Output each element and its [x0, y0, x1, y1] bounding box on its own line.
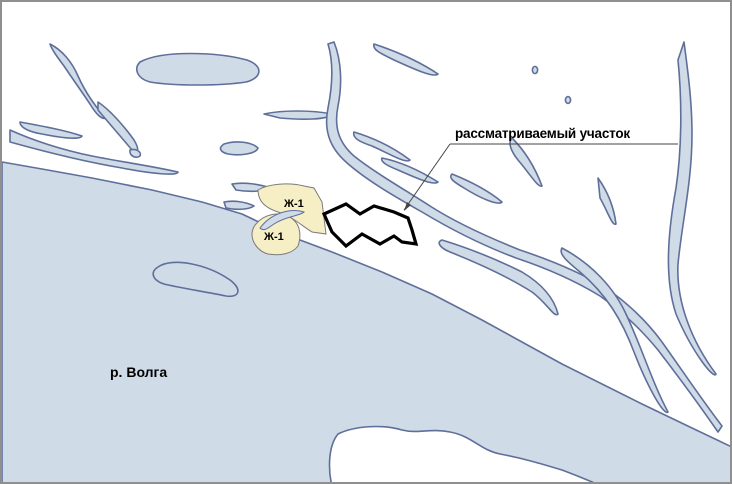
- side-channel-2: [380, 157, 439, 184]
- site-label: рассматриваемый участок: [455, 126, 630, 141]
- channel-top-right: [372, 43, 439, 76]
- zone-label-upper: Ж-1: [284, 198, 304, 210]
- side-channel-5: [560, 247, 669, 413]
- leader-line: [403, 143, 451, 211]
- zone-channel-arc: [259, 210, 305, 231]
- river-island: [152, 261, 239, 298]
- pond-dot-1: [531, 65, 539, 75]
- secondary-channel: [325, 41, 723, 433]
- side-channel-7: [509, 137, 543, 187]
- channel-mid-3: [263, 110, 333, 120]
- zone-label-lower: Ж-1: [264, 231, 284, 243]
- channel-left-1: [49, 43, 107, 120]
- land-lower-right: [328, 425, 595, 482]
- site-polygon[interactable]: [321, 202, 419, 249]
- side-channel-8: [597, 177, 617, 225]
- pond-tiny: [129, 148, 142, 158]
- lake-top: [136, 52, 260, 86]
- water-bodies: [2, 41, 730, 482]
- site-leader: [403, 143, 678, 211]
- channel-left-3: [19, 121, 83, 139]
- zone-polygon-1[interactable]: [257, 183, 327, 235]
- zones: [251, 183, 327, 256]
- leader-arrowhead: [404, 202, 411, 211]
- side-channel-1: [352, 131, 411, 162]
- side-channel-3: [449, 173, 503, 204]
- channel-left-4: [9, 129, 179, 175]
- side-channel-4: [438, 239, 559, 316]
- channel-mid-2: [223, 200, 255, 211]
- pond-small: [219, 141, 259, 156]
- side-channel-6: [667, 41, 717, 376]
- river-label: р. Волга: [110, 364, 168, 380]
- volga-river: [2, 161, 730, 482]
- pond-dot-2: [564, 95, 572, 105]
- channel-left-2: [97, 101, 139, 153]
